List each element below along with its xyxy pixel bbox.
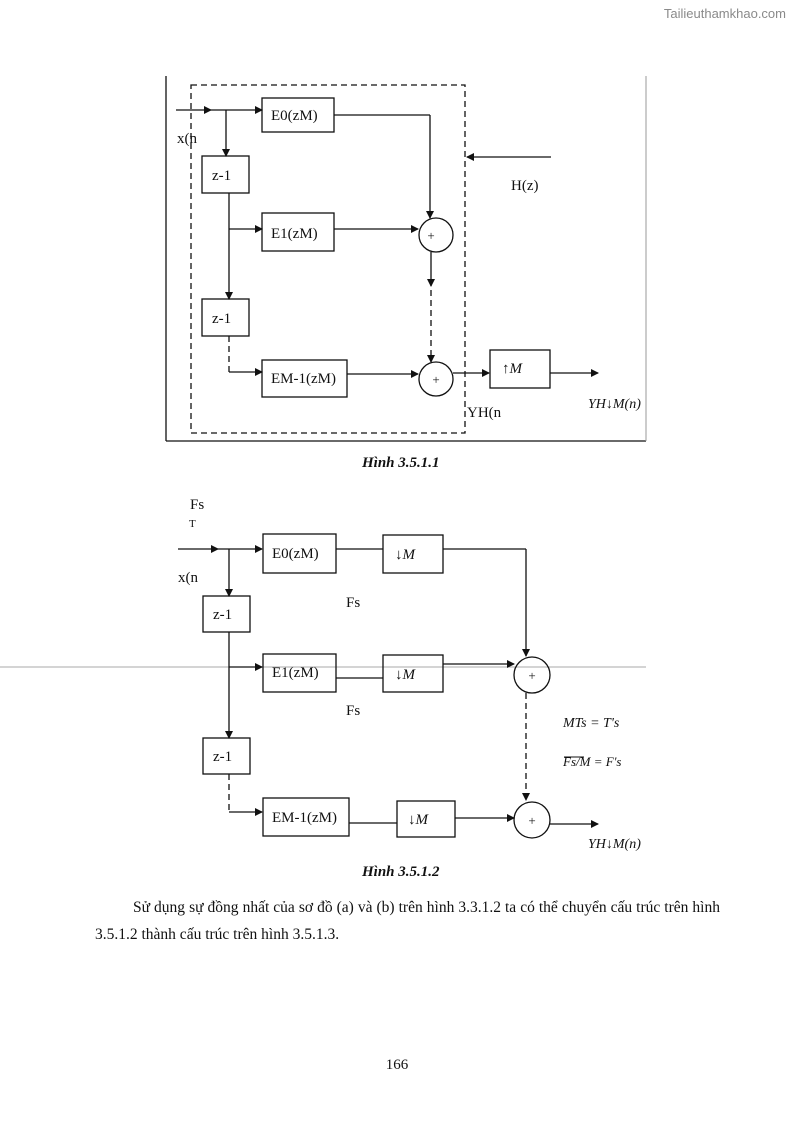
- fig2-t-label: T: [189, 518, 196, 530]
- body-paragraph-text: Sử dụng sự đồng nhất của sơ đồ (a) và (b…: [95, 899, 720, 943]
- fig1-yh-label: YH(n: [467, 405, 502, 421]
- fig1-h-label: H(z): [511, 178, 538, 194]
- figure-2-diagram: [0, 533, 646, 839]
- figure-1-caption: Hình 3.5.1.1: [362, 455, 440, 471]
- fig2-block-e0: E0(zM): [272, 546, 319, 562]
- fig2-sum-1: +: [528, 668, 535, 683]
- fig2-block-em1: EM-1(zM): [272, 810, 337, 826]
- body-paragraph: Sử dụng sự đồng nhất của sơ đồ (a) và (b…: [95, 894, 720, 948]
- watermark: Tailieuthamkhao.com: [663, 6, 786, 21]
- fig2-delay-1: z-1: [213, 607, 232, 623]
- fig2-downsampler-m1: ↓M: [408, 812, 430, 828]
- fig2-block-e1: E1(zM): [272, 665, 319, 681]
- page-number: 166: [385, 1057, 409, 1073]
- fig2-eq-2: Fs/M = F's: [562, 754, 622, 769]
- fig2-downsampler-1: ↓M: [395, 667, 417, 683]
- fig1-sum-2: +: [432, 372, 439, 387]
- fig2-fs-label: Fs: [190, 497, 204, 513]
- fig2-delay-2: z-1: [213, 749, 232, 765]
- fig1-delay-2: z-1: [212, 311, 231, 327]
- fig1-sum-1: +: [427, 228, 434, 243]
- fig2-mid-fs-2: Fs: [346, 703, 360, 719]
- fig2-sum-2: +: [528, 813, 535, 828]
- fig2-downsampler-0: ↓M: [395, 547, 417, 563]
- figure-1-diagram: [165, 76, 647, 442]
- fig1-upsampler: ↑M: [502, 361, 524, 377]
- fig1-block-e1: E1(zM): [271, 226, 318, 242]
- fig1-input-label: x(n: [177, 131, 197, 147]
- fig2-output-label: YH↓M(n): [588, 837, 641, 852]
- fig2-input-label: x(n: [178, 570, 198, 586]
- fig2-eq-1: MTs = T's: [562, 716, 620, 731]
- fig1-block-em1: EM-1(zM): [271, 371, 336, 387]
- figure-2-labels: Fs T x(n E0(zM) E1(zM) EM-1(zM) z-1 z-1 …: [178, 497, 641, 852]
- fig1-output-label: YH↓M(n): [588, 397, 641, 412]
- fig2-mid-fs-1: Fs: [346, 595, 360, 611]
- figure-1-labels: x(n E0(zM) E1(zM) EM-1(zM) z-1 z-1 ↑M + …: [177, 108, 641, 421]
- fig1-delay-1: z-1: [212, 168, 231, 184]
- figure-2-caption: Hình 3.5.1.2: [362, 864, 440, 880]
- fig1-block-e0: E0(zM): [271, 108, 318, 124]
